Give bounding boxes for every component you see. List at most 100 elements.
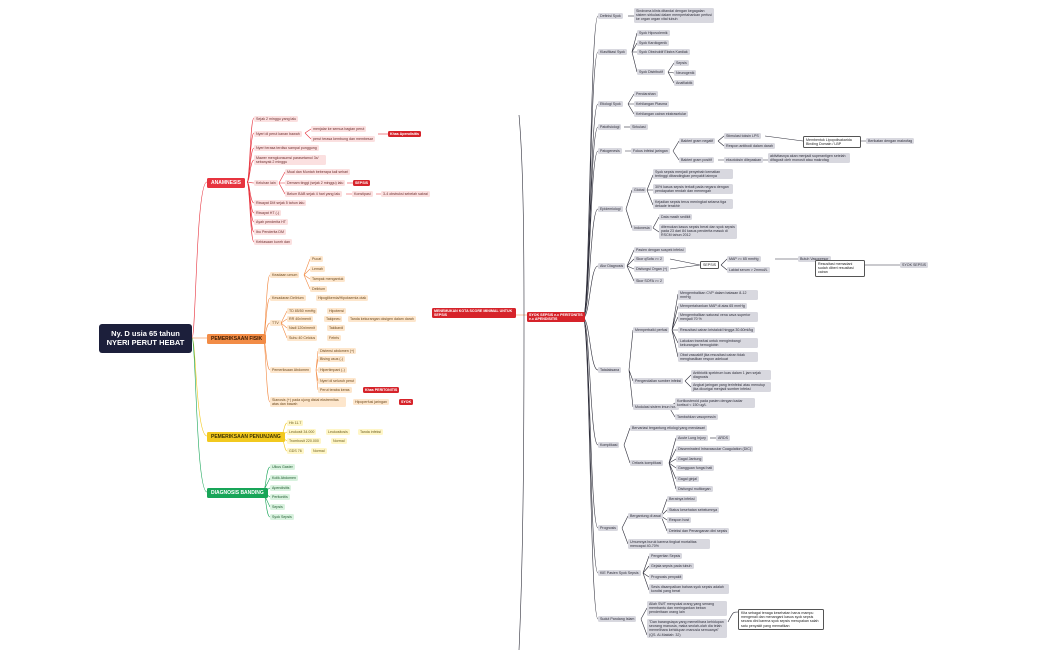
fisik-ttv-note[interactable]: Tanda kekurangan oksigen dalam darah xyxy=(348,316,416,323)
fisik-ku-item[interactable]: Tampak mengantuk xyxy=(310,276,346,283)
komplikasi-ortiaris[interactable]: Ortiaris komplikasi xyxy=(630,460,664,467)
alur-item[interactable]: Pasien dengan suspek infeksi xyxy=(634,247,686,254)
patogenesis-aktivitas[interactable]: aktivitasnya akan menjadi superantigen s… xyxy=(768,153,850,164)
kontrol-item[interactable]: Angkat jaringan yang terinfeksi atau men… xyxy=(691,382,771,393)
anamnesis-item[interactable]: Riwayat HT (-) xyxy=(254,210,282,217)
fisik-kesadaran[interactable]: Kesadaran Delirium xyxy=(270,295,306,302)
fisik-sianosis[interactable]: Sianosis (+) pada ujung distal ekstremit… xyxy=(270,397,346,408)
sudut-note[interactable]: Kita sebagai tenaga kesehatan harus mamp… xyxy=(738,609,824,630)
branch-pemeriksaan-penunjang[interactable]: PEMERIKSAAN PENUNJANG xyxy=(207,432,285,442)
patofisiologi-value[interactable]: Sirkulasi xyxy=(630,124,648,131)
komplikasi-item[interactable]: Acute Lung Injury xyxy=(676,435,708,442)
etiologi-item[interactable]: Pendarahan xyxy=(634,91,658,98)
fisik-ttv-value[interactable]: Takikardi xyxy=(327,325,346,332)
definisi-text[interactable]: Sindroma klinis ditandai dengan kegagala… xyxy=(634,8,714,23)
perfusi-item[interactable]: Obat vasoaktif jika resusitasi cairan ti… xyxy=(678,352,758,363)
komplikasi-ards[interactable]: ARDS xyxy=(716,435,730,442)
banding-item[interactable]: Syok Sepsis xyxy=(270,514,294,521)
alur-item[interactable]: Skor SOFA >= 2 xyxy=(634,278,664,285)
anamnesis-subitem[interactable]: Belum BAB sejak 4 hari yang lalu xyxy=(285,191,343,198)
topic-patogenesis[interactable]: Patogenesis xyxy=(598,148,622,155)
perfusi-item[interactable]: Mengembalikan CVP dalam batasan 8-12 mmH… xyxy=(678,290,758,301)
patogenesis-lps[interactable]: Stimulasi toksin LPS xyxy=(724,133,761,140)
penunjang-item[interactable]: Hb 11.7 xyxy=(287,420,304,427)
distributif-item[interactable]: Anafilaktik xyxy=(674,80,695,87)
banding-item[interactable]: Peritonitis xyxy=(270,494,290,501)
komplikasi-item[interactable]: Disfungsi multiorgan xyxy=(676,486,713,493)
topic-patofisiologi[interactable]: Patofisiologi xyxy=(598,124,622,131)
fisik-abdomen-item[interactable]: Perut teraba keras xyxy=(318,387,352,394)
fisik-ttv[interactable]: TTV xyxy=(270,320,281,327)
alur-resusitasi[interactable]: Resusitasi memadani sudah diberi resusit… xyxy=(815,260,865,277)
anamnesis-subitem[interactable]: Mual dan Muntah beberapa kali sehari xyxy=(285,169,351,176)
topic-kie[interactable]: KIE Pasien Syok Sepsis xyxy=(598,570,641,577)
alur-butuh-vasopresor[interactable]: Butuh Vasopresor xyxy=(798,256,831,263)
fisik-kesadaran-value[interactable]: Hipoglikemia/Hipoksemia otak xyxy=(316,295,369,302)
penunjang-value[interactable]: Normal xyxy=(331,438,347,445)
komplikasi-text[interactable]: Bervariasi tergantung etiologi yang mend… xyxy=(630,425,708,432)
anamnesis-konstipasi[interactable]: Konstipasi xyxy=(352,191,373,198)
anamnesis-item[interactable]: Nyeri terasa terdiso sampai punggung xyxy=(254,145,319,152)
anamnesis-obstruksi[interactable]: 3-4 obstruksi sebelah sakrai xyxy=(381,191,430,198)
anamnesis-item-keluhan-lain[interactable]: Keluhan lain xyxy=(254,180,278,187)
modulasi-item[interactable]: Tambahkan vasopressin xyxy=(675,414,718,421)
topic-prognosis[interactable]: Prognosis xyxy=(598,525,618,532)
topic-etiologi[interactable]: Etiologi Syok xyxy=(598,101,623,108)
anamnesis-item[interactable]: Riwayat DM sejak 5 tahun lalu xyxy=(254,200,307,207)
alur-laktat[interactable]: Laktat serum > 2mmol/L xyxy=(727,267,770,274)
branch-diagnosis-banding[interactable]: DIAGNOSIS BANDING xyxy=(207,488,268,498)
topic-klasifikasi[interactable]: Klasifikasi Syok xyxy=(598,49,627,56)
fisik-hipoperfusi[interactable]: Hipoperfusi jaringan xyxy=(353,399,389,406)
final-diagnosis[interactable]: SYOK SEPSIS e.c PERITONITIS e.c APENDISI… xyxy=(527,312,585,323)
patogenesis-gram-positif[interactable]: Bakteri gram positif xyxy=(679,157,714,164)
banding-item[interactable]: Kolik Abdomen xyxy=(270,475,298,482)
perfusi-item[interactable]: Resusitasi cairan kristaloid hingga 30-6… xyxy=(678,327,756,334)
komplikasi-item[interactable]: Gagal Jantung xyxy=(676,456,704,463)
penunjang-value[interactable]: Normal xyxy=(311,448,327,455)
alur-item[interactable]: Disfungsi Organ (+) xyxy=(634,266,670,273)
alur-map[interactable]: MAP >= 65 mmHg xyxy=(727,256,761,263)
banding-item[interactable]: Ulkus Gaster xyxy=(270,464,295,471)
patogenesis-fokus[interactable]: Fokus infeksi jaringan xyxy=(631,148,670,155)
fisik-abdomen-item[interactable]: Nyeri di seluruh perut xyxy=(318,378,357,385)
patogenesis-respon[interactable]: Respon antibodi dalam darah xyxy=(724,143,775,150)
penunjang-item[interactable]: Trombosit 220.000 xyxy=(287,438,321,445)
fisik-ttv-value[interactable]: Febris xyxy=(327,335,341,342)
perfusi-item[interactable]: Mengembalikan saturasi vena cava superio… xyxy=(678,312,758,323)
global-item[interactable]: Kejadian sepsis terus meningkat selama t… xyxy=(653,199,733,210)
indonesia-item[interactable]: ditemukan kasus sepsis berat dan syok se… xyxy=(659,224,737,239)
kie-item[interactable]: Prognosis penyakit xyxy=(649,574,684,581)
modulasi-item[interactable]: Kortikosteroid pada pasien dengan kadar … xyxy=(675,398,755,409)
anamnesis-item[interactable]: Nyeri di perut kanan bawah xyxy=(254,131,302,138)
tatalaksana-kontrol-infeksi[interactable]: Pengendalian sumber infeksi xyxy=(633,378,684,385)
anamnesis-item[interactable]: Kebiasaan kunrh dan xyxy=(254,239,292,246)
fisik-ku-item[interactable]: Delirium xyxy=(310,286,328,293)
prognosis-bergantung[interactable]: Bergantung di awal xyxy=(628,513,663,520)
fisik-abdomen-item[interactable]: Distensi abdomen (+) xyxy=(318,348,357,355)
topic-epidemiologi[interactable]: Epidemiologi xyxy=(598,206,623,213)
topic-definisi[interactable]: Definisi Syok xyxy=(598,13,623,20)
komplikasi-item[interactable]: Gagal ginjal xyxy=(676,476,699,483)
epidemiologi-global[interactable]: Global xyxy=(632,187,647,194)
fisik-ttv-item[interactable]: Nadi 120x/menit xyxy=(287,325,317,332)
branch-pemeriksaan-fisik[interactable]: PEMERIKSAAN FISIK xyxy=(207,334,267,344)
anamnesis-subitem[interactable]: menjalar ke semua bagian perut xyxy=(311,126,367,133)
anamnesis-subitem[interactable]: perut terasa kembung dan membesar xyxy=(311,136,375,143)
anamnesis-item[interactable]: Mawer mengkonsumsi parasetamol 3x/ seban… xyxy=(254,155,326,166)
klasifikasi-item[interactable]: Syok Obstruktif Ekstra Kardiak xyxy=(637,49,690,56)
komplikasi-item[interactable]: Disseminated Intravascular Coagulation (… xyxy=(676,446,754,453)
fisik-abdomen-item[interactable]: Bising usus (-) xyxy=(318,356,345,363)
anamnesis-item[interactable]: Ayah penderita HT xyxy=(254,219,288,226)
banding-item[interactable]: Sepsis xyxy=(270,504,285,511)
anamnesis-item[interactable]: Ibu Penderita DM xyxy=(254,229,286,236)
topic-komplikasi[interactable]: Komplikasi xyxy=(598,442,620,449)
tatalaksana-perfusi[interactable]: Memperbaiki perfusi xyxy=(633,327,670,334)
penunjang-value[interactable]: Leukositosis xyxy=(326,429,350,436)
prognosis-text[interactable]: Umumnya buruk karena tingkat mortalitas … xyxy=(628,539,710,550)
fisik-ku-item[interactable]: Lemah xyxy=(310,266,325,273)
penunjang-note[interactable]: Tanda infeksi xyxy=(358,429,383,436)
kie-item[interactable]: Gejala sepsis pada tubuh xyxy=(649,563,694,570)
global-item[interactable]: 30% kasus sepsis terkait pada negara den… xyxy=(653,184,733,195)
fisik-ttv-item[interactable]: Suhu 40 Celcius xyxy=(287,335,318,342)
fisik-ttv-value[interactable]: Takipneu xyxy=(324,316,343,323)
